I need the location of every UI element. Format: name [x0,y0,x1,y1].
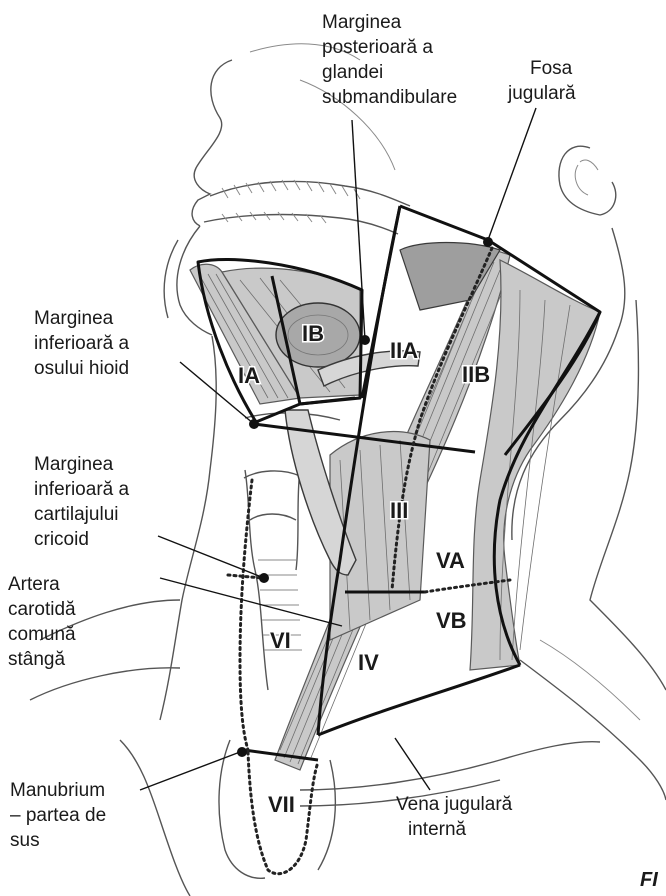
label-cricoid-inferior-margin: Marginea inferioară a cartilajului crico… [34,452,129,552]
label-posterior-margin-submandibular-gland: Marginea posterioară a glandei submandib… [322,10,457,110]
zone-label-IIB: IIB [462,362,490,387]
label-internal-jugular-vein: Vena jugulară internă [396,792,512,842]
zone-label-IV: IV [358,650,379,675]
label-hyoid-inferior-margin: Marginea inferioară a osului hioid [34,306,129,381]
zone-label-VI: VI [270,628,291,653]
label-jugular-fossa: Fosa jugulară [508,56,576,106]
zone-label-IIA: IIA [390,338,418,363]
label-left-common-carotid-artery: Artera carotidă comună stângă [8,572,76,672]
zone-label-IA: IA [238,363,260,388]
label-manubrium-top: Manubrium – partea de sus [10,778,106,853]
zone-label-III: III [390,498,408,523]
zone-label-VA: VA [436,548,465,573]
zone-label-VII: VII [268,792,295,817]
zone-label-IB: IB [302,321,324,346]
corner-text-fragment: FI [640,868,658,893]
zone-label-VB: VB [436,608,467,633]
